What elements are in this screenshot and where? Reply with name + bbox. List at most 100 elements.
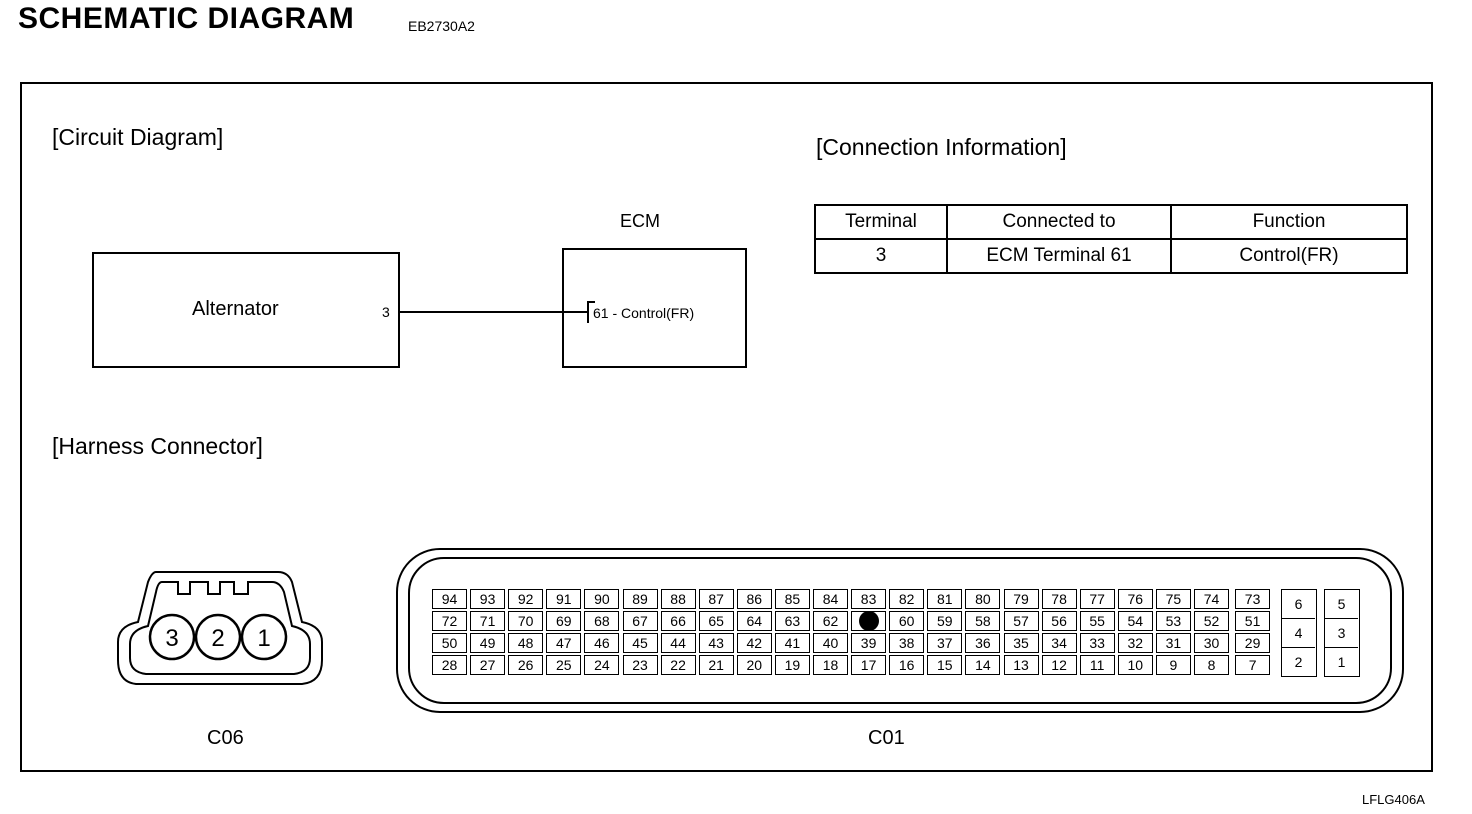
c01-side-pin: 6 xyxy=(1282,590,1315,619)
ecm-pin-label: 61 - Control(FR) xyxy=(593,305,695,321)
c01-pin: 86 xyxy=(736,589,772,609)
section-harness-connector: [Harness Connector] xyxy=(52,433,263,459)
c01-pin: 69 xyxy=(546,611,582,631)
c01-pin: 91 xyxy=(546,589,582,609)
c06-pin-label: 1 xyxy=(257,625,270,652)
c01-pin: 85 xyxy=(774,589,810,609)
c01-pin: 11 xyxy=(1079,655,1115,675)
c01-pin: 23 xyxy=(622,655,658,675)
c01-pin: 18 xyxy=(813,655,848,675)
c01-pin: 46 xyxy=(584,633,620,653)
c01-pin: 22 xyxy=(660,655,696,675)
alternator-label: Alternator xyxy=(192,298,279,320)
c06-connector: 3 2 1 xyxy=(117,571,323,685)
c01-pin: 94 xyxy=(432,589,467,609)
c01-pin: 68 xyxy=(584,611,620,631)
c01-pin: 83 xyxy=(851,589,887,609)
c06-pin-circle xyxy=(148,613,196,661)
c01-side-pin: 5 xyxy=(1325,590,1358,619)
c01-pin: 21 xyxy=(698,655,734,675)
c01-pin: 88 xyxy=(660,589,696,609)
c01-pin: 9 xyxy=(1155,655,1191,675)
c06-pin-circle xyxy=(194,613,242,661)
table-row: 3 ECM Terminal 61 Control(FR) xyxy=(814,238,1408,274)
c01-pin: 92 xyxy=(508,589,544,609)
c01-pin: 87 xyxy=(698,589,734,609)
c01-pin: 43 xyxy=(698,633,734,653)
c01-pin: 34 xyxy=(1041,633,1077,653)
c01-pin: 37 xyxy=(927,633,963,653)
c01-pin: 76 xyxy=(1117,589,1153,609)
c01-pin: 81 xyxy=(927,589,963,609)
c01-pin: 80 xyxy=(965,589,1001,609)
c01-pin: 24 xyxy=(584,655,620,675)
c01-pin: 74 xyxy=(1194,589,1229,609)
c01-pin: 55 xyxy=(1079,611,1115,631)
c01-pin: 45 xyxy=(622,633,658,653)
c01-pin: 72 xyxy=(432,611,467,631)
c01-pin: 56 xyxy=(1041,611,1077,631)
c01-pin: 40 xyxy=(813,633,848,653)
header-terminal: Terminal xyxy=(814,204,948,240)
c01-pin: 52 xyxy=(1194,611,1229,631)
cell-connected-to: ECM Terminal 61 xyxy=(946,238,1172,274)
c01-pin: 39 xyxy=(851,633,887,653)
signal-wire xyxy=(400,311,588,313)
c06-pin-label: 3 xyxy=(165,625,178,652)
c01-pin: 17 xyxy=(851,655,887,675)
c01-pin: 47 xyxy=(546,633,582,653)
c01-pin: 12 xyxy=(1041,655,1077,675)
c01-pin: 62 xyxy=(813,611,848,631)
connection-table: Terminal Connected to Function 3 ECM Ter… xyxy=(814,204,1408,274)
c01-side-pin: 2 xyxy=(1294,654,1303,670)
c06-label: C06 xyxy=(207,727,244,749)
c01-pin: 10 xyxy=(1117,655,1153,675)
c01-pin: 67 xyxy=(622,611,658,631)
c01-pin: 8 xyxy=(1194,655,1229,675)
c06-pin-label: 2 xyxy=(211,625,224,652)
c01-outer-housing xyxy=(396,548,1404,713)
c01-pin: 19 xyxy=(774,655,810,675)
c01-pin: 27 xyxy=(470,655,506,675)
c01-pin: 13 xyxy=(1003,655,1039,675)
c01-pin: 89 xyxy=(622,589,658,609)
c01-pin: 35 xyxy=(1003,633,1039,653)
c01-inner-housing xyxy=(408,557,1392,704)
c01-pin: 93 xyxy=(470,589,506,609)
c01-pin: 57 xyxy=(1003,611,1039,631)
c01-pin: 49 xyxy=(470,633,506,653)
c01-pin: 14 xyxy=(965,655,1001,675)
figure-code: LFLG406A xyxy=(1362,792,1425,807)
c01-pin: 44 xyxy=(660,633,696,653)
page-title: SCHEMATIC DIAGRAM xyxy=(18,2,355,35)
c01-pin: 31 xyxy=(1155,633,1191,653)
header-connected-to: Connected to xyxy=(946,204,1172,240)
c01-pin: 7 xyxy=(1235,655,1271,675)
c01-pin: 60 xyxy=(889,611,925,631)
table-header-row: Terminal Connected to Function xyxy=(814,204,1408,240)
c01-pin: 90 xyxy=(584,589,620,609)
c01-side-pin: 1 xyxy=(1337,654,1346,670)
c01-pin: 26 xyxy=(508,655,544,675)
ecm-pin-marker xyxy=(587,301,595,323)
ecm-box xyxy=(562,248,747,368)
c01-side-pin: 3 xyxy=(1325,619,1358,648)
c01-pin: 51 xyxy=(1235,611,1271,631)
c01-pin: 25 xyxy=(546,655,582,675)
c01-pin: 54 xyxy=(1117,611,1153,631)
c01-pin: 65 xyxy=(698,611,734,631)
c01-pin-highlighted: 61 xyxy=(851,611,887,631)
c01-pin: 78 xyxy=(1041,589,1077,609)
c01-pin: 71 xyxy=(470,611,506,631)
c01-pin: 36 xyxy=(965,633,1001,653)
c01-pin: 84 xyxy=(813,589,848,609)
c01-label: C01 xyxy=(868,727,905,749)
c01-pin: 30 xyxy=(1194,633,1229,653)
c01-pin: 15 xyxy=(927,655,963,675)
c01-pin: 73 xyxy=(1235,589,1271,609)
c01-pin: 33 xyxy=(1079,633,1115,653)
c01-pin: 28 xyxy=(432,655,467,675)
c01-pin: 77 xyxy=(1079,589,1115,609)
